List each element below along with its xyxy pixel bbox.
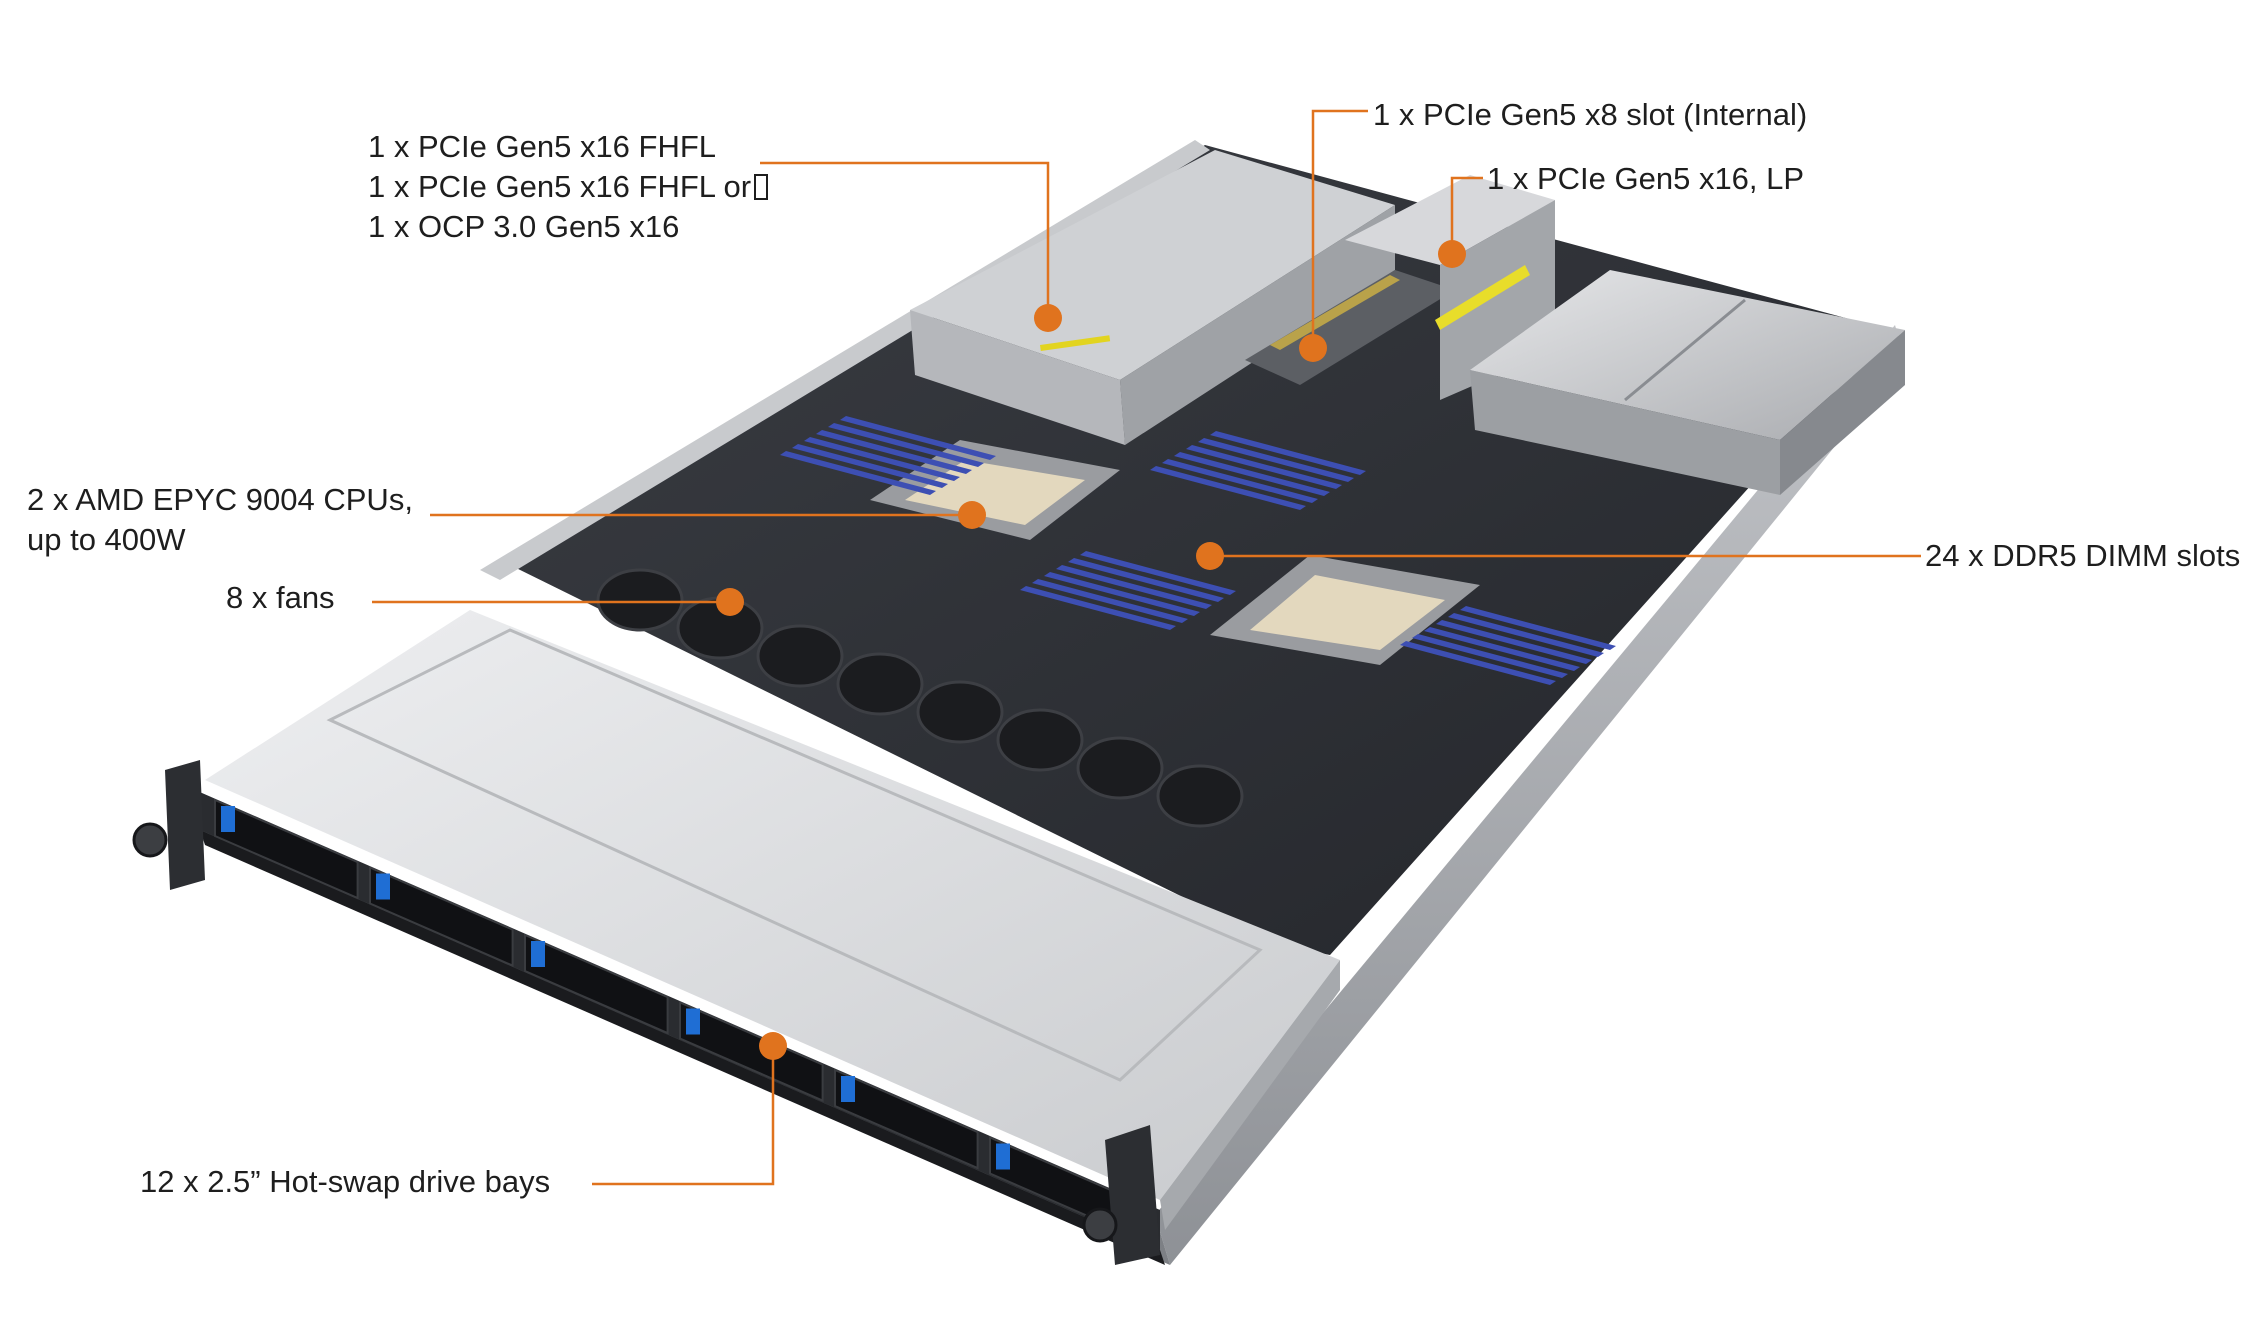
fan [1156,764,1244,828]
dimm-slot [1400,641,1556,685]
dimm-slot [1436,620,1592,664]
fan-row [596,568,1244,828]
dimm-slot [1032,579,1188,623]
label-cpu-line2: up to 400W [27,522,186,557]
callout-cpu-dot [958,501,986,529]
dimm-slot [1020,586,1176,630]
drive-bay [524,933,669,1035]
rack-ears [132,760,1160,1265]
label-fans: 8 x fans [226,580,335,615]
dimm-slot [1056,565,1212,609]
internal-slot-area [1245,270,1455,385]
fan [996,708,1084,772]
dimm-slot [1460,606,1616,650]
dimm-slot [1044,572,1200,616]
missing-glyph-icon [754,174,769,200]
fan [916,680,1004,744]
fan [1076,736,1164,800]
label-drives: 12 x 2.5” Hot-swap drive bays [140,1164,551,1199]
callout-lp-line [1450,176,1483,254]
label-riser-line3: 1 x OCP 3.0 Gen5 x16 [368,209,680,244]
fan [836,652,924,716]
drive-bay-latch [531,941,545,967]
dimm-slot [1150,466,1306,510]
chassis-right-wall [1155,325,1905,1265]
callout-drives-line [592,1046,775,1186]
dimm-slot [1068,558,1224,602]
label-cpu: 2 x AMD EPYC 9004 CPUs, up to 400W [27,480,413,560]
dimm-banks [780,416,1616,685]
callout-drives-dot [759,1032,787,1060]
dimm-slot [1412,634,1568,678]
callouts [372,109,1921,1186]
label-cpu-line1: 2 x AMD EPYC 9004 CPUs, [27,482,413,517]
dimm-slot [840,416,996,460]
cpu-2 [1210,555,1480,665]
dimm-slot [780,451,936,495]
riser-cage [910,150,1395,445]
dimm-slot [1198,438,1354,482]
dimm-slot [1080,551,1236,595]
callout-riser-dot [1034,304,1062,332]
dimm-slot [1174,452,1330,496]
label-internal-slot: 1 x PCIe Gen5 x8 slot (Internal) [1373,97,1808,132]
callout-riser-line [760,161,1050,318]
drive-bay [369,865,514,968]
dimm-slot [1162,459,1318,503]
drive-bay [834,1068,979,1170]
dimm-slot [1210,431,1366,475]
fan [756,624,844,688]
drive-bay-latch [841,1076,855,1102]
dimm-slot [1424,627,1580,671]
label-lp-slot: 1 x PCIe Gen5 x16, LP [1487,161,1805,196]
drive-bay-latch [996,1143,1010,1170]
callout-fans-dot [716,588,744,616]
front-cover [205,610,1340,1230]
dimm-slot [804,437,960,481]
drive-bay-latch [221,806,235,832]
drive-bay [214,798,359,900]
label-riser-line2: 1 x PCIe Gen5 x16 FHFL or [368,167,769,207]
callout-internal-line [1311,109,1368,348]
dimm-slot [828,423,984,467]
drive-bay-latch [376,873,390,900]
dimm-slot [1186,445,1342,489]
drive-bays [214,798,1134,1238]
callout-dimm-dot [1196,542,1224,570]
label-dimm: 24 x DDR5 DIMM slots [1925,538,2241,573]
dimm-slot [1448,613,1604,657]
drive-bay-latch [686,1008,700,1035]
dimm-slot [816,430,972,474]
dimm-slot [792,444,948,488]
callout-lp-dot [1438,240,1466,268]
label-riser-line1: 1 x PCIe Gen5 x16 FHFL [368,129,717,164]
label-riser-slots: 1 x PCIe Gen5 x16 FHFL 1 x PCIe Gen5 x16… [368,127,769,247]
fan [596,568,684,632]
callout-internal-dot [1299,334,1327,362]
psu-pair [1470,270,1905,495]
